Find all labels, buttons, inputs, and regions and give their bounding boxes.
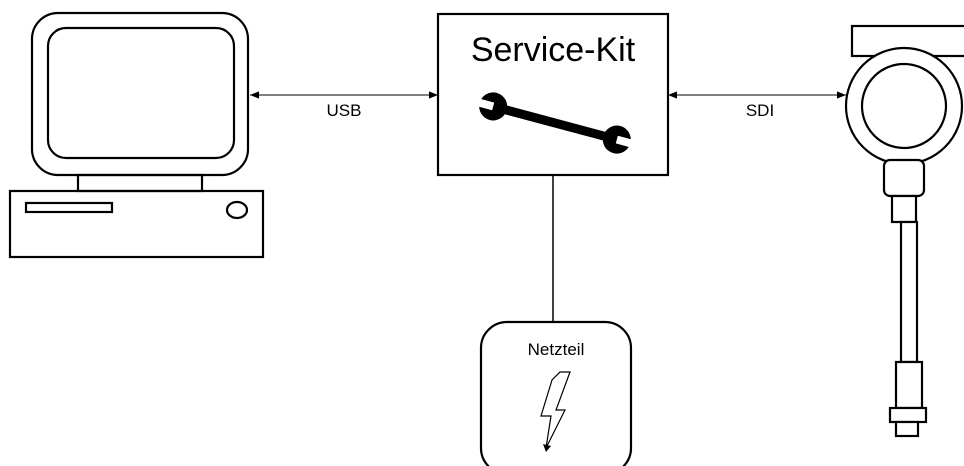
sensor-shaft [899,220,919,364]
sensor-connector-body [894,360,924,410]
monitor-screen [46,26,236,160]
pressure-transmitter-icon [844,24,964,438]
sensor-display [860,62,948,150]
power-supply-box: Netzteil [479,320,633,466]
sdi-label: SDI [746,101,774,120]
wrench-icon [475,92,635,154]
lightning-bolt-icon [540,371,571,452]
sensor-connector-end [894,420,920,438]
monitor-housing [30,11,250,177]
service-kit-title: Service-Kit [471,31,636,69]
sensor-connector-tip [888,406,928,424]
service-kit-box: Service-Kit [436,12,670,177]
monitor-neck [76,173,204,193]
usb-connection: USB [250,91,438,120]
sdi-connection: SDI [668,91,846,120]
power-button [225,200,249,220]
sensor-neck [882,158,926,198]
power-supply-label: Netzteil [528,340,585,359]
disk-drive-slot [24,201,114,214]
sensor-collar [890,194,918,224]
usb-label: USB [327,101,362,120]
desktop-computer-icon [8,11,265,259]
computer-base [8,189,265,259]
